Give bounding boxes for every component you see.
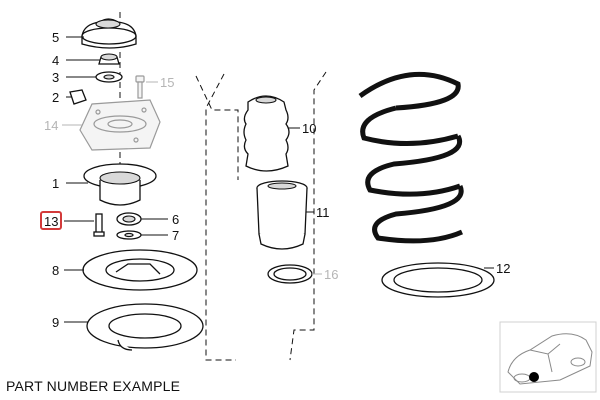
part-4-nut[interactable] xyxy=(98,53,120,65)
callout-5[interactable]: 5 xyxy=(52,30,59,45)
part-8-lower-seat[interactable] xyxy=(82,249,198,291)
part-2-nut[interactable] xyxy=(69,89,87,105)
callout-2[interactable]: 2 xyxy=(52,90,59,105)
callout-16[interactable]: 16 xyxy=(324,267,338,282)
part-16-clamp-ring[interactable] xyxy=(267,264,313,284)
part-7-washer[interactable] xyxy=(116,230,142,240)
part-10-bump-stop[interactable] xyxy=(243,95,290,172)
callout-13[interactable]: 13 xyxy=(44,214,58,229)
part-6-ring[interactable] xyxy=(116,212,142,226)
highlight-part-13 xyxy=(40,211,62,230)
part-15-bolt[interactable] xyxy=(135,75,145,99)
assembly-guide-left xyxy=(205,73,236,361)
part-11-dust-boot[interactable] xyxy=(256,180,308,250)
part-3-washer[interactable] xyxy=(95,71,123,83)
callout-9[interactable]: 9 xyxy=(52,315,59,330)
part-1-spring-seat[interactable] xyxy=(83,163,157,206)
callout-6[interactable]: 6 xyxy=(172,212,179,227)
callout-12[interactable]: 12 xyxy=(496,261,510,276)
part-13-bolt[interactable] xyxy=(93,213,105,237)
callout-7[interactable]: 7 xyxy=(172,228,179,243)
callout-10[interactable]: 10 xyxy=(302,121,316,136)
part-12-coil-spring[interactable] xyxy=(358,71,495,298)
callout-8[interactable]: 8 xyxy=(52,263,59,278)
callout-14[interactable]: 14 xyxy=(44,118,58,133)
part-14-mounting-plate[interactable] xyxy=(79,99,161,151)
car-location-thumbnail xyxy=(499,321,597,393)
assembly-guide-middle xyxy=(195,75,239,180)
part-5-mount-cap[interactable] xyxy=(81,18,137,49)
assembly-guide-right xyxy=(289,71,327,361)
callout-4[interactable]: 4 xyxy=(52,53,59,68)
footer-caption: PART NUMBER EXAMPLE xyxy=(6,378,181,394)
callout-11[interactable]: 11 xyxy=(316,205,330,220)
callout-1[interactable]: 1 xyxy=(52,176,59,191)
callout-15[interactable]: 15 xyxy=(160,75,174,90)
part-9-spring-pad[interactable] xyxy=(86,303,204,351)
callout-3[interactable]: 3 xyxy=(52,70,59,85)
location-dot xyxy=(529,372,539,382)
